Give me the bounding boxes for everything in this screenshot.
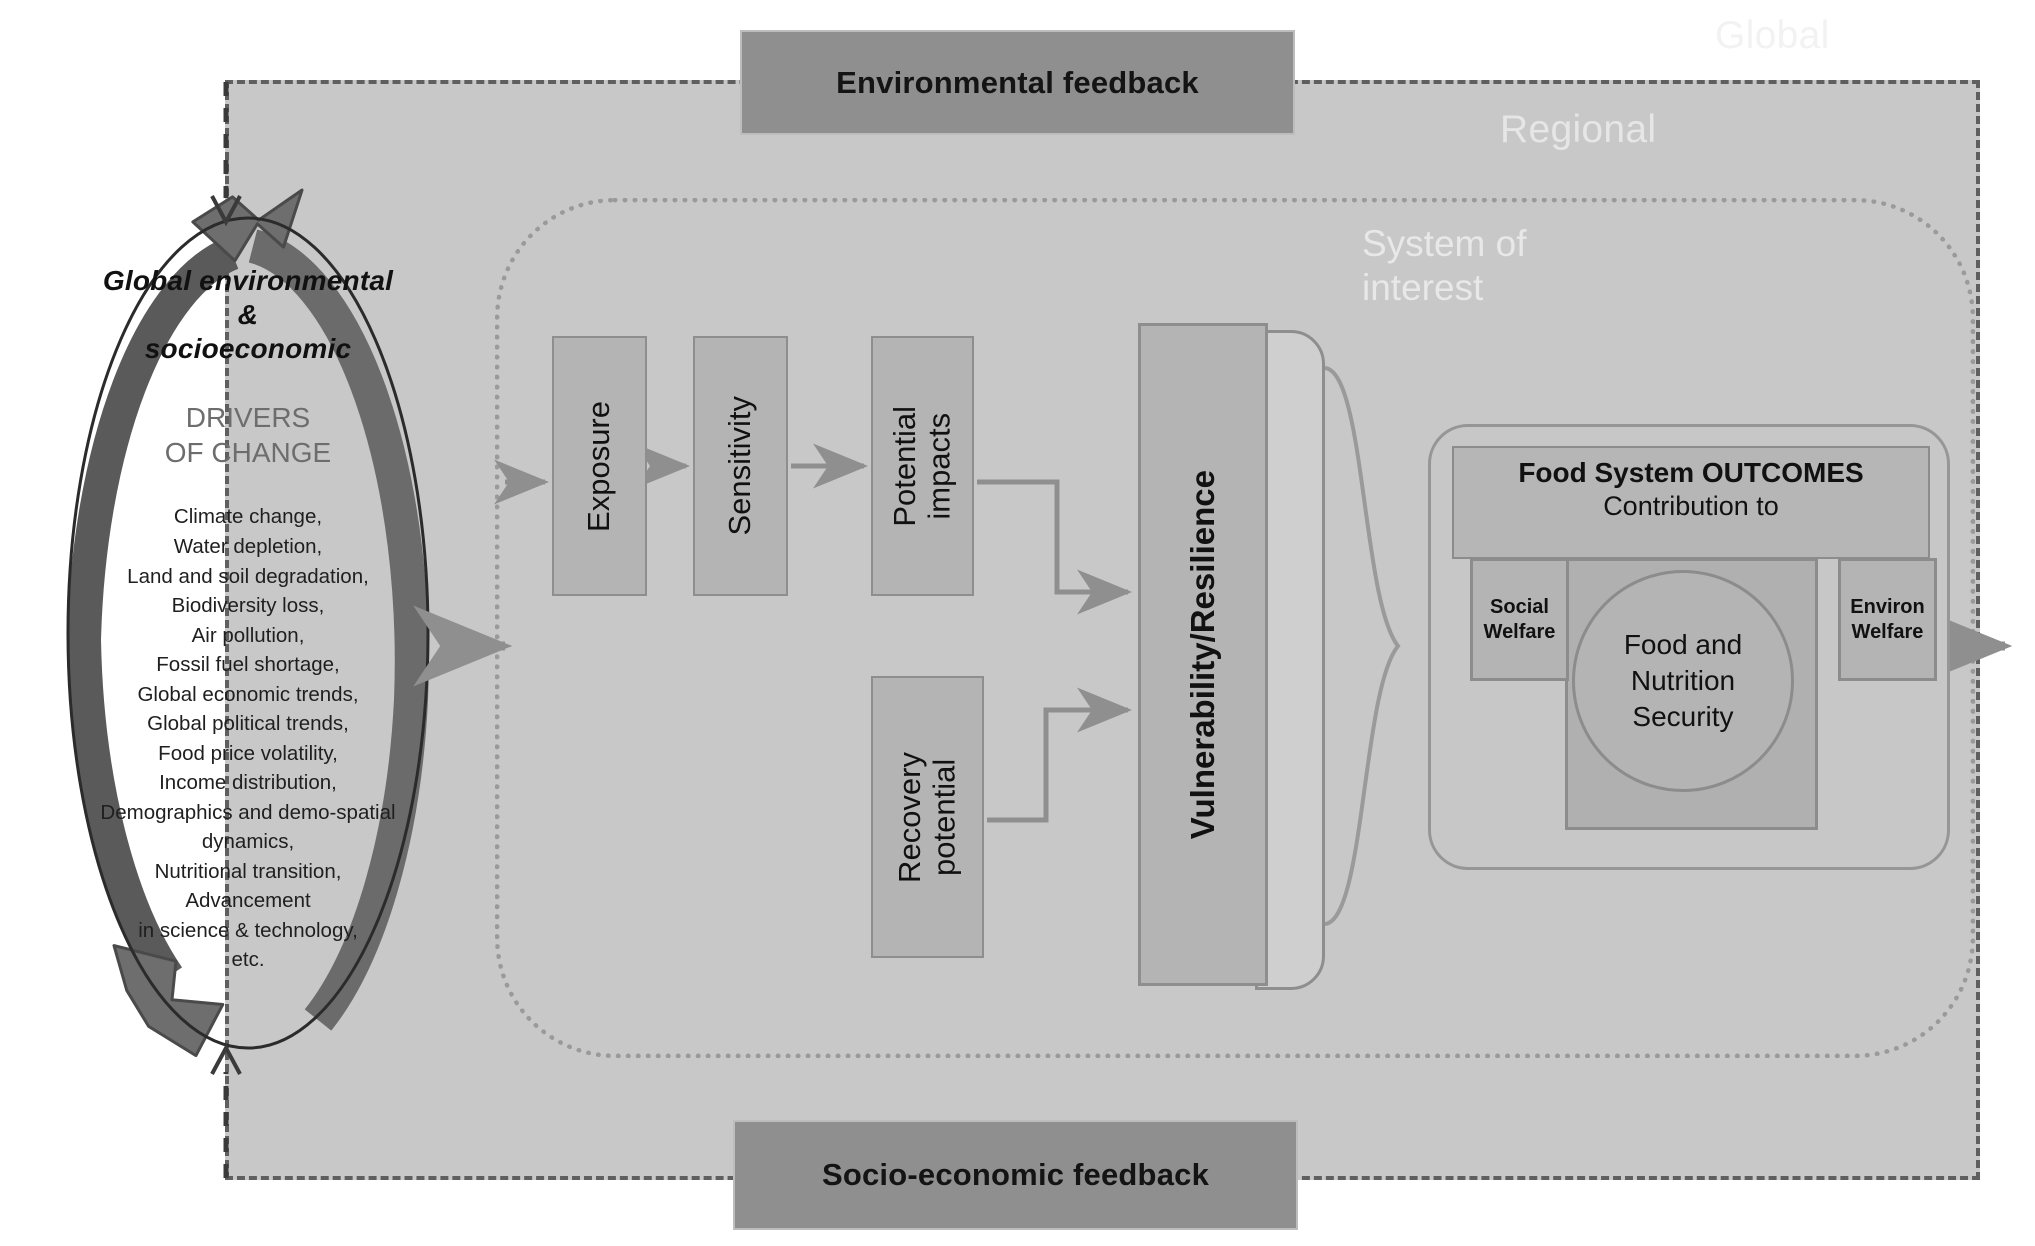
driver-item: Food price volatility,	[158, 741, 338, 765]
social-line1: Social	[1490, 595, 1549, 618]
oval-subtitle-line1: DRIVERS	[185, 402, 311, 434]
drivers-list: Climate change, Water depletion, Land and …	[96, 502, 400, 974]
driver-item: in science & technology,	[138, 918, 358, 942]
driver-item: Fossil fuel shortage,	[156, 653, 340, 677]
driver-item: Air pollution,	[191, 623, 305, 647]
environmental-feedback-box[interactable]: Environmental feedback	[740, 30, 1295, 135]
social-line2: Welfare	[1483, 620, 1556, 643]
outcomes-header-box: Food System OUTCOMES Contribution to	[1452, 446, 1930, 559]
oval-subtitle-line2: OF CHANGE	[164, 437, 332, 469]
driver-item: Climate change,	[173, 505, 323, 529]
regional-scale-label: Regional	[1500, 108, 1657, 151]
oval-title-line1: Global environmental &	[102, 265, 394, 331]
drivers-of-change-oval: Global environmental & socioeconomic DRI…	[68, 218, 428, 1048]
potential-impacts-line2: impacts	[921, 412, 957, 520]
system-of-interest-label-line1: System of	[1362, 223, 1527, 264]
driver-item: dynamics,	[201, 830, 295, 854]
oval-title: Global environmental & socioeconomic	[96, 264, 400, 366]
oval-subtitle: DRIVERS OF CHANGE	[96, 400, 400, 470]
recovery-line2: potential	[926, 758, 962, 876]
driver-item: Land and soil degradation,	[127, 564, 369, 588]
vulnerability-resilience-box[interactable]: Vulnerability/Resilience	[1138, 323, 1268, 986]
outcomes-subtitle: Contribution to	[1603, 491, 1779, 522]
exposure-label: Exposure	[581, 400, 617, 532]
recovery-line1: Recovery	[891, 751, 927, 883]
driver-item: Demographics and demo-spatial	[100, 800, 396, 824]
global-scale-label: Global	[1715, 14, 1830, 57]
sensitivity-label: Sensitivity	[722, 396, 758, 536]
outcomes-title: Food System OUTCOMES	[1518, 457, 1864, 488]
system-of-interest-label-line2: interest	[1362, 267, 1484, 309]
potential-impacts-line1: Potential	[886, 405, 922, 527]
driver-item: etc.	[231, 948, 265, 972]
driver-item: Income distribution,	[159, 771, 337, 795]
driver-item: Global economic trends,	[137, 682, 359, 706]
oval-title-line2: socioeconomic	[144, 333, 352, 365]
environ-line2: Welfare	[1851, 620, 1924, 643]
vulnerability-resilience-label: Vulnerability/Resilience	[1183, 469, 1221, 840]
driver-item: Nutritional transition,	[154, 859, 342, 883]
fns-line1: Food and	[1623, 629, 1743, 661]
driver-item: Global political trends,	[147, 712, 349, 736]
fns-line3: Security	[1632, 700, 1734, 732]
fns-line2: Nutrition	[1630, 665, 1736, 697]
environ-line1: Environ	[1850, 595, 1925, 618]
system-of-interest-label: System of interest	[1362, 222, 1527, 311]
sensitivity-box[interactable]: Sensitivity	[693, 336, 788, 596]
socioeconomic-feedback-box[interactable]: Socio-economic feedback	[733, 1120, 1298, 1230]
driver-item: Advancement	[185, 889, 311, 913]
exposure-box[interactable]: Exposure	[552, 336, 647, 596]
driver-item: Biodiversity loss,	[171, 594, 325, 618]
driver-item: Water depletion,	[173, 534, 323, 558]
